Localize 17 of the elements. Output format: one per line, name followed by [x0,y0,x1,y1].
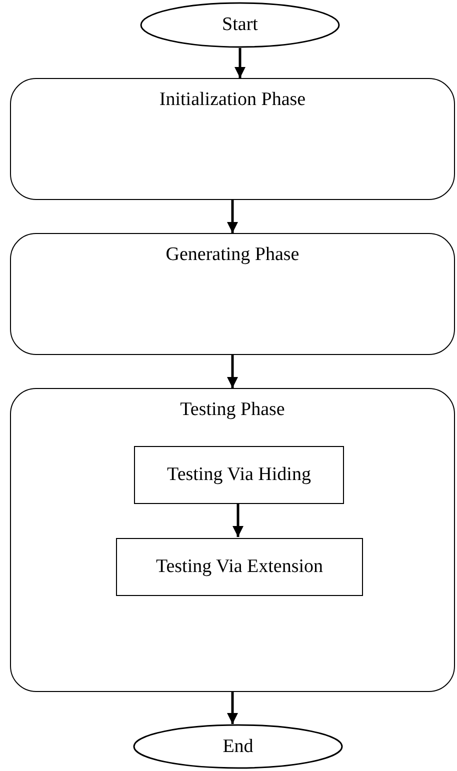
arrow [226,692,238,724]
process-box [116,538,363,596]
arrow [232,503,244,537]
node-label: End [222,736,254,758]
node-label: Testing Phase [180,399,285,421]
node-label: Testing Via Hiding [167,464,311,486]
arrow [226,355,238,388]
arrow [234,48,246,78]
node-label: Testing Via Extension [156,556,324,578]
phase-box [10,233,455,355]
node-label: Generating Phase [166,244,300,266]
arrow [226,200,238,233]
node-label: Initialization Phase [159,89,306,111]
phase-box [10,388,455,692]
phase-box [10,78,455,200]
process-box [134,446,344,504]
node-label: Start [222,14,258,36]
